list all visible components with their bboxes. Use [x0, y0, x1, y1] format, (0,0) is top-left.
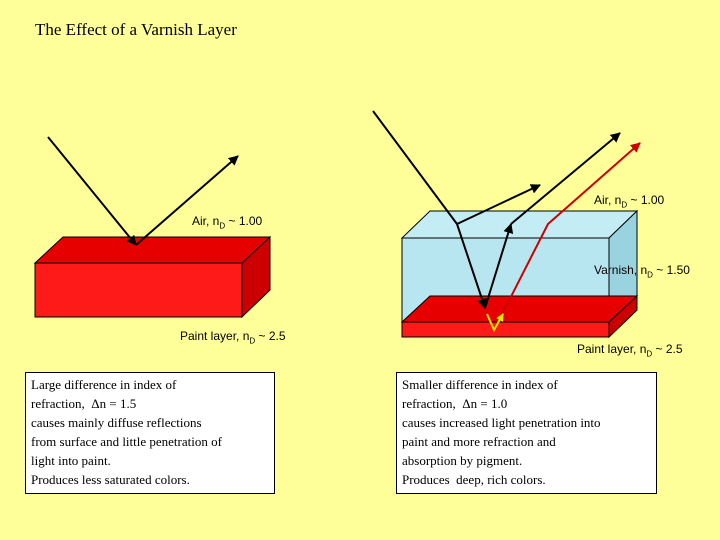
right-incident-ray	[372, 110, 458, 225]
left-caption-box: Large difference in index of refraction,…	[25, 372, 275, 494]
caption-line: refraction, Δn = 1.0	[402, 396, 508, 411]
left-paint-label: Paint layer, nD ~ 2.5	[180, 329, 286, 346]
left-reflected-ray	[135, 155, 239, 246]
caption-line: absorption by pigment.	[402, 453, 523, 468]
right-caption-box: Smaller difference in index of refractio…	[396, 372, 657, 494]
left-paint-top	[33, 236, 272, 264]
right-paint-front	[401, 321, 610, 338]
right-paint-label: Paint layer, nD ~ 2.5	[577, 342, 683, 359]
caption-line: refraction, Δn = 1.5	[31, 396, 137, 411]
varnish-label: Varnish, nD ~ 1.50	[594, 263, 690, 280]
caption-line: causes mainly diffuse reflections	[31, 415, 202, 430]
left-incident-ray	[47, 136, 137, 246]
red-refracted-ray	[493, 142, 641, 331]
caption-line: Produces deep, rich colors.	[402, 472, 546, 487]
right-surface-reflected-ray	[456, 184, 541, 225]
left-air-label: Air, nD ~ 1.00	[192, 214, 263, 231]
left-paint-front	[34, 262, 243, 318]
page-title: The Effect of a Varnish Layer	[35, 20, 237, 39]
right-internal-up-ray	[484, 223, 514, 309]
caption-line: Large difference in index of	[31, 377, 177, 392]
caption-line: paint and more refraction and	[402, 434, 556, 449]
varnish-top	[400, 210, 639, 239]
caption-line: Produces less saturated colors.	[31, 472, 190, 487]
right-refracted-ray	[456, 223, 487, 309]
caption-line: causes increased light penetration into	[402, 415, 601, 430]
right-air-label: Air, nD ~ 1.00	[594, 193, 665, 210]
right-reflected-out-ray	[510, 132, 621, 225]
left-paint-block	[33, 235, 272, 319]
right-paint-top	[400, 295, 639, 323]
caption-line: Smaller difference in index of	[402, 377, 558, 392]
yellow-pigment-ray	[486, 313, 504, 333]
caption-line: from surface and little penetration of	[31, 434, 222, 449]
caption-line: light into paint.	[31, 453, 111, 468]
